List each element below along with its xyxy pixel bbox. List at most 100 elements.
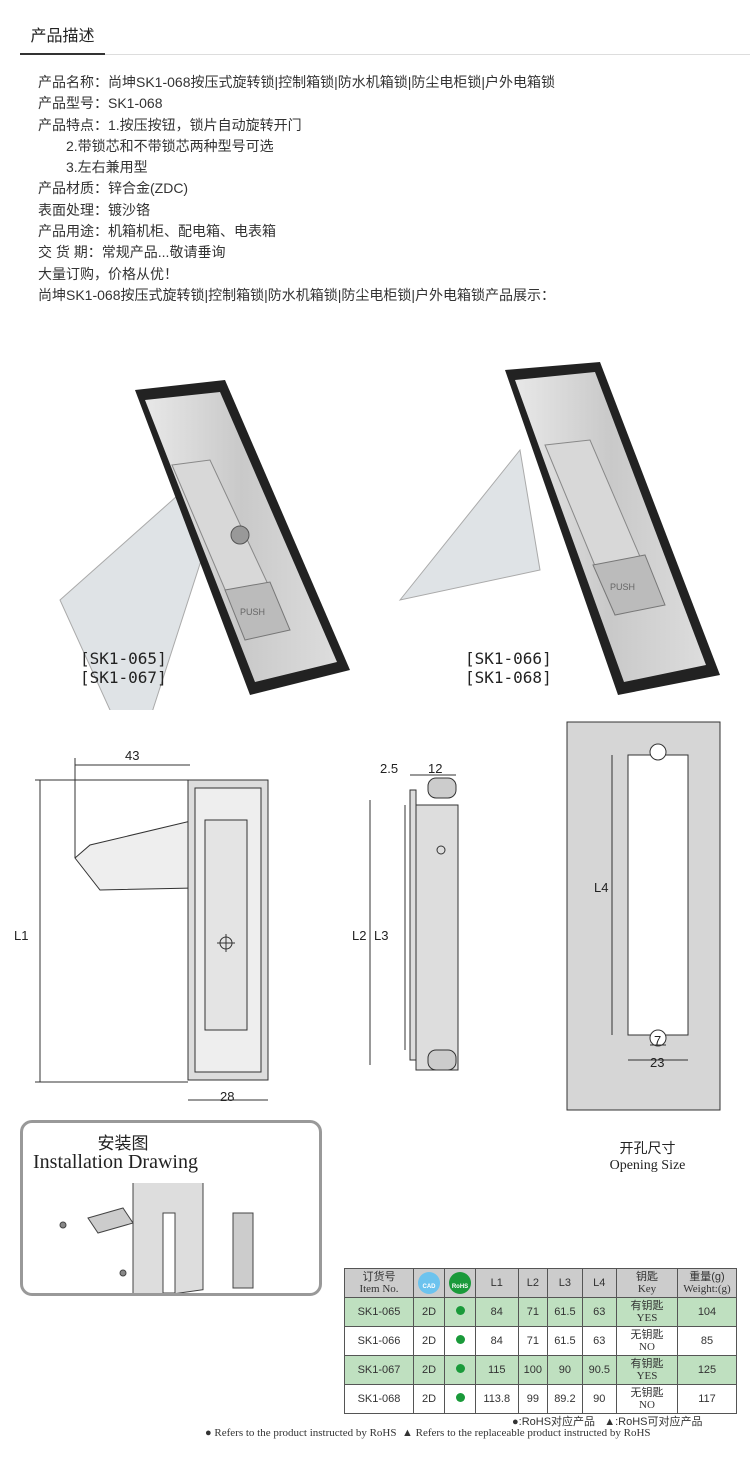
cell-weight: 104 <box>677 1297 737 1327</box>
header-item-cn: 订货号 <box>362 1271 396 1283</box>
key-en: YES <box>636 1312 658 1324</box>
cell-cad: 2D <box>413 1384 445 1414</box>
cell-rohs <box>444 1297 476 1327</box>
cell-l3: 61.5 <box>547 1297 583 1327</box>
product-description: 产品名称：尚坤SK1-068按压式旋转锁|控制箱锁|防水机箱锁|防尘电柜锁|户外… <box>38 72 555 306</box>
model-label: [SK1-066] <box>465 649 552 668</box>
key-en: YES <box>636 1370 658 1382</box>
cell-l1: 115 <box>475 1355 519 1385</box>
header-key-cn: 钥匙 <box>636 1271 658 1283</box>
key-en: NO <box>639 1399 655 1411</box>
cell-l2: 99 <box>517 1384 549 1414</box>
divider <box>105 54 750 55</box>
cell-l4: 90 <box>581 1384 618 1414</box>
product-name: 产品名称：尚坤SK1-068按压式旋转锁|控制箱锁|防水机箱锁|防尘电柜锁|户外… <box>38 74 556 90</box>
opening-size-en: Opening Size <box>609 1158 686 1173</box>
dim-2-5: 2.5 <box>380 761 398 776</box>
header-item-en: Item No. <box>359 1283 399 1295</box>
opening-size-caption: 开孔尺寸 Opening Size <box>600 1138 695 1174</box>
installation-title-en: Installation Drawing <box>33 1151 198 1173</box>
header-l4: L4 <box>581 1268 618 1298</box>
cell-weight: 117 <box>677 1384 737 1414</box>
product-feature-1: 产品特点：1.按压按钮，锁片自动旋转开门 <box>38 116 302 133</box>
header-key-en: Key <box>637 1283 657 1295</box>
cell-l4: 63 <box>581 1297 618 1327</box>
cell-l3: 90 <box>547 1355 583 1385</box>
cell-l2: 71 <box>517 1326 549 1356</box>
model-label: [SK1-068] <box>465 668 552 687</box>
cad-icon: CAD <box>418 1272 440 1294</box>
product-feature-2: 2.带锁芯和不带锁芯两种型号可选 <box>66 137 274 154</box>
legend-rohs-cn: ●:RoHS对应产品 <box>512 1416 596 1428</box>
cell-rohs <box>444 1384 476 1414</box>
rohs-icon: RoHS <box>449 1272 471 1294</box>
cell-rohs <box>444 1326 476 1356</box>
cell-rohs <box>444 1355 476 1385</box>
key-cn: 有钥匙 <box>630 1358 664 1370</box>
installation-illustration <box>59 1183 254 1293</box>
product-photos: PUSH PUSH <box>59 362 720 710</box>
dim-l4: L4 <box>594 880 608 895</box>
header-l2: L2 <box>517 1268 549 1298</box>
rohs-dot-icon <box>455 1306 465 1315</box>
cell-item: SK1-065 <box>344 1297 414 1327</box>
rohs-dot-icon <box>455 1335 465 1344</box>
key-en: NO <box>639 1341 655 1353</box>
cell-l3: 61.5 <box>547 1326 583 1356</box>
cell-l1: 84 <box>475 1326 519 1356</box>
model-label: [SK1-067] <box>80 668 167 687</box>
cell-l1: 113.8 <box>475 1384 519 1414</box>
product-usage: 产品用途：机箱机柜、配电箱、电表箱 <box>38 223 276 240</box>
legend-rohs-replaceable-en: ▲ Refers to the replaceable product inst… <box>401 1427 651 1439</box>
cell-weight: 125 <box>677 1355 737 1385</box>
cell-item: SK1-066 <box>344 1326 414 1356</box>
cell-l1: 84 <box>475 1297 519 1327</box>
model-label: [SK1-065] <box>80 649 167 668</box>
dim-23: 23 <box>650 1055 664 1070</box>
cell-l4: 63 <box>581 1326 618 1356</box>
cell-cad: 2D <box>413 1326 445 1356</box>
product-surface: 表面处理：镀沙铬 <box>38 201 150 218</box>
cell-l2: 71 <box>517 1297 549 1327</box>
key-cn: 有钥匙 <box>630 1300 664 1312</box>
cell-weight: 85 <box>677 1326 737 1356</box>
header-l1: L1 <box>475 1268 519 1298</box>
legend-cn: ●:RoHS对应产品 ▲:RoHS可对应产品 <box>512 1413 703 1429</box>
key-cn: 无钥匙 <box>630 1387 664 1399</box>
cutout-view <box>566 721 721 1111</box>
dim-12: 12 <box>428 761 442 776</box>
installation-title-cn: 安装图 <box>97 1134 149 1153</box>
cell-l3: 89.2 <box>547 1384 583 1414</box>
dim-28: 28 <box>220 1089 234 1104</box>
legend-rohs-replaceable-cn: ▲:RoHS可对应产品 <box>604 1416 703 1428</box>
cell-item: SK1-067 <box>344 1355 414 1385</box>
cell-l4: 90.5 <box>581 1355 618 1385</box>
dim-l3: L3 <box>374 928 388 943</box>
legend-rohs-en: ● Refers to the product instructed by Ro… <box>205 1427 397 1439</box>
technical-drawing: 43 28 L1 2.5 12 L2 L3 L4 7 23 <box>14 721 721 1111</box>
key-cn: 无钥匙 <box>630 1329 664 1341</box>
legend-en: ● Refers to the product instructed by Ro… <box>205 1427 651 1439</box>
dim-43: 43 <box>125 748 139 763</box>
section-title: 产品描述 <box>20 22 105 55</box>
model-label-group-2: [SK1-066] [SK1-068] <box>465 649 552 687</box>
model-label-group-1: [SK1-065] [SK1-067] <box>80 649 167 687</box>
cell-item: SK1-068 <box>344 1384 414 1414</box>
header-l3: L3 <box>547 1268 583 1298</box>
showcase-title: 尚坤SK1-068按压式旋转锁|控制箱锁|防水机箱锁|防尘电柜锁|户外电箱锁产品… <box>38 286 556 303</box>
installation-drawing: 安装图 Installation Drawing <box>20 1120 322 1296</box>
push-label: PUSH <box>610 582 635 592</box>
product-model: 产品型号：SK1-068 <box>38 95 163 112</box>
product-material: 产品材质：锌合金(ZDC) <box>38 180 189 197</box>
side-view <box>369 774 459 1071</box>
rohs-dot-icon <box>455 1393 465 1402</box>
